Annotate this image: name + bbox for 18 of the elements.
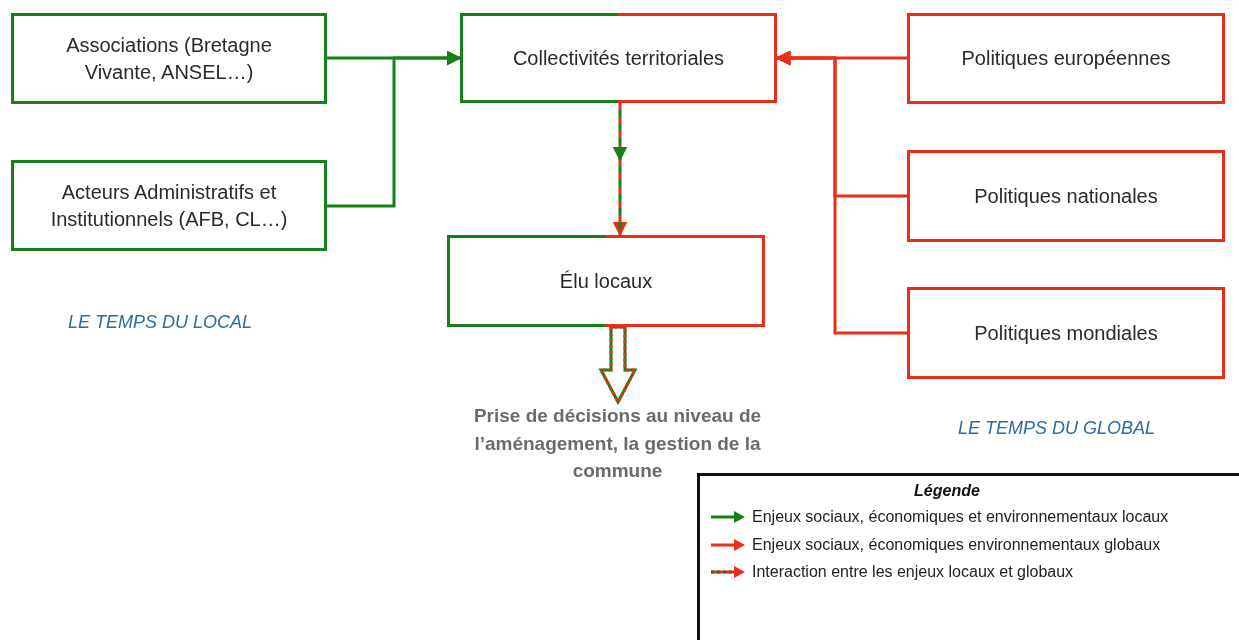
arrow	[327, 50, 462, 208]
arrow	[775, 50, 907, 335]
decision-text: Prise de décisions au niveau de l’aménagement, la gestion de la commune	[440, 402, 795, 492]
section-label: LE TEMPS DU GLOBAL	[958, 418, 1156, 439]
legend-text: Enjeux sociaux, économiques et environnementaux locaux	[752, 507, 1170, 527]
actor-box: Associations (Bretagne Vivante, ANSEL…)	[11, 13, 327, 104]
legend-text: Enjeux sociaux, économiques environnementaux globaux	[752, 534, 1162, 555]
actor-box: Politiques européennes	[907, 13, 1225, 104]
actor-box: Politiques nationales	[907, 150, 1225, 242]
hollow-arrow	[598, 325, 638, 406]
actor-box: Acteurs Administratifs et Institutionnels (AFB, CL…)	[11, 160, 327, 251]
actor-box: Politiques mondiales	[907, 287, 1225, 379]
legend-title: Légende	[913, 482, 981, 500]
section-label: LE TEMPS DU LOCAL	[68, 312, 253, 333]
arrow	[612, 103, 628, 237]
actor-box: Collectivités territoriales	[460, 13, 777, 103]
actor-box: Élu locaux	[447, 235, 765, 327]
legend-text: Interaction entre les enjeux locaux et globaux	[752, 562, 1075, 583]
